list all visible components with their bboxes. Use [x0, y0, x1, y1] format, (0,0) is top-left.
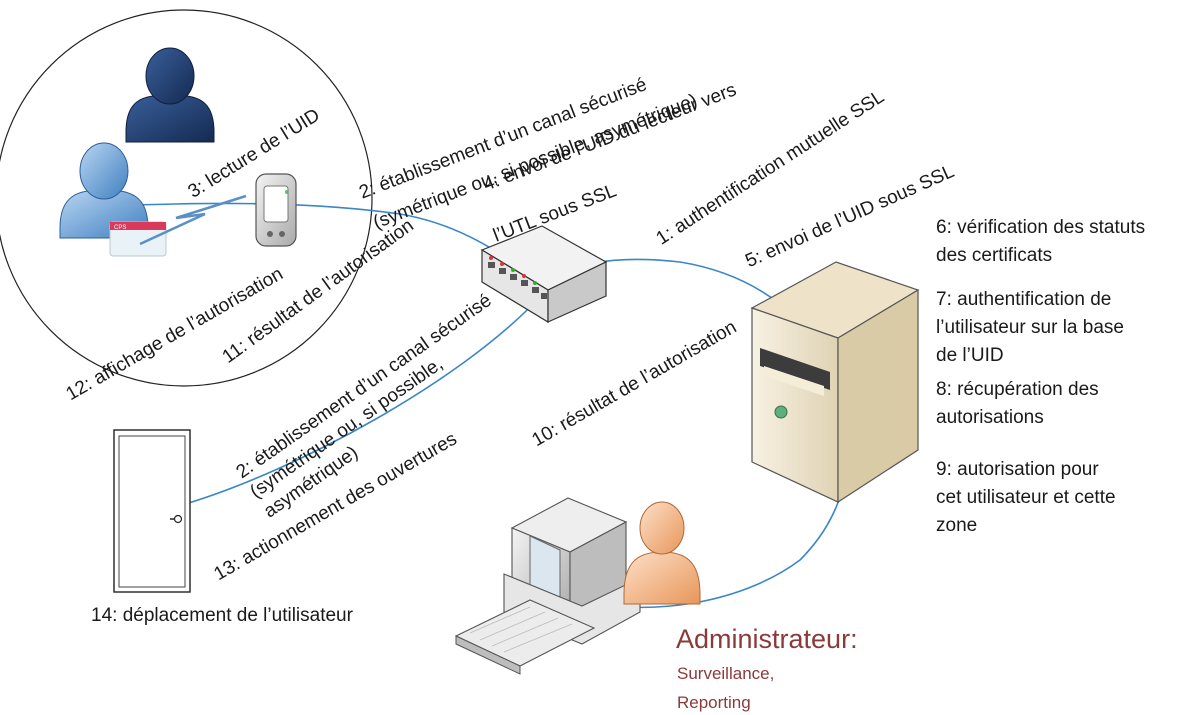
- admin-person-icon: [623, 501, 701, 605]
- label-step-9: 9: autorisation pour cet utilisateur et …: [936, 459, 1116, 536]
- network-switch-icon: [480, 225, 608, 324]
- label-step-7: 7: authentification de l’utilisateur sur…: [936, 289, 1124, 366]
- wireless-link-icon: [139, 194, 247, 246]
- user-dark-icon: [125, 47, 215, 143]
- cps-card-icon: CPS: [109, 221, 167, 257]
- label-step-14: 14: déplacement de l’utilisateur: [91, 605, 353, 626]
- label-step-6: 6: vérification des statuts des certific…: [936, 217, 1146, 266]
- admin-title: Administrateur:: [676, 624, 858, 654]
- door-to-switch-line: [181, 302, 535, 506]
- user-zone-circle: [0, 9, 373, 387]
- admin-line-1: Surveillance,: [677, 664, 775, 683]
- admin-computer-icon: [454, 497, 641, 675]
- door-icon: [113, 429, 191, 593]
- card-reader-icon: [255, 173, 297, 247]
- card-text: CPS: [114, 225, 126, 231]
- admin-line-2: Reporting: [677, 693, 751, 712]
- connection-lines: [97, 202, 849, 609]
- server-icon: [750, 261, 920, 504]
- label-step-8: 8: récupération des autorisations: [936, 379, 1099, 428]
